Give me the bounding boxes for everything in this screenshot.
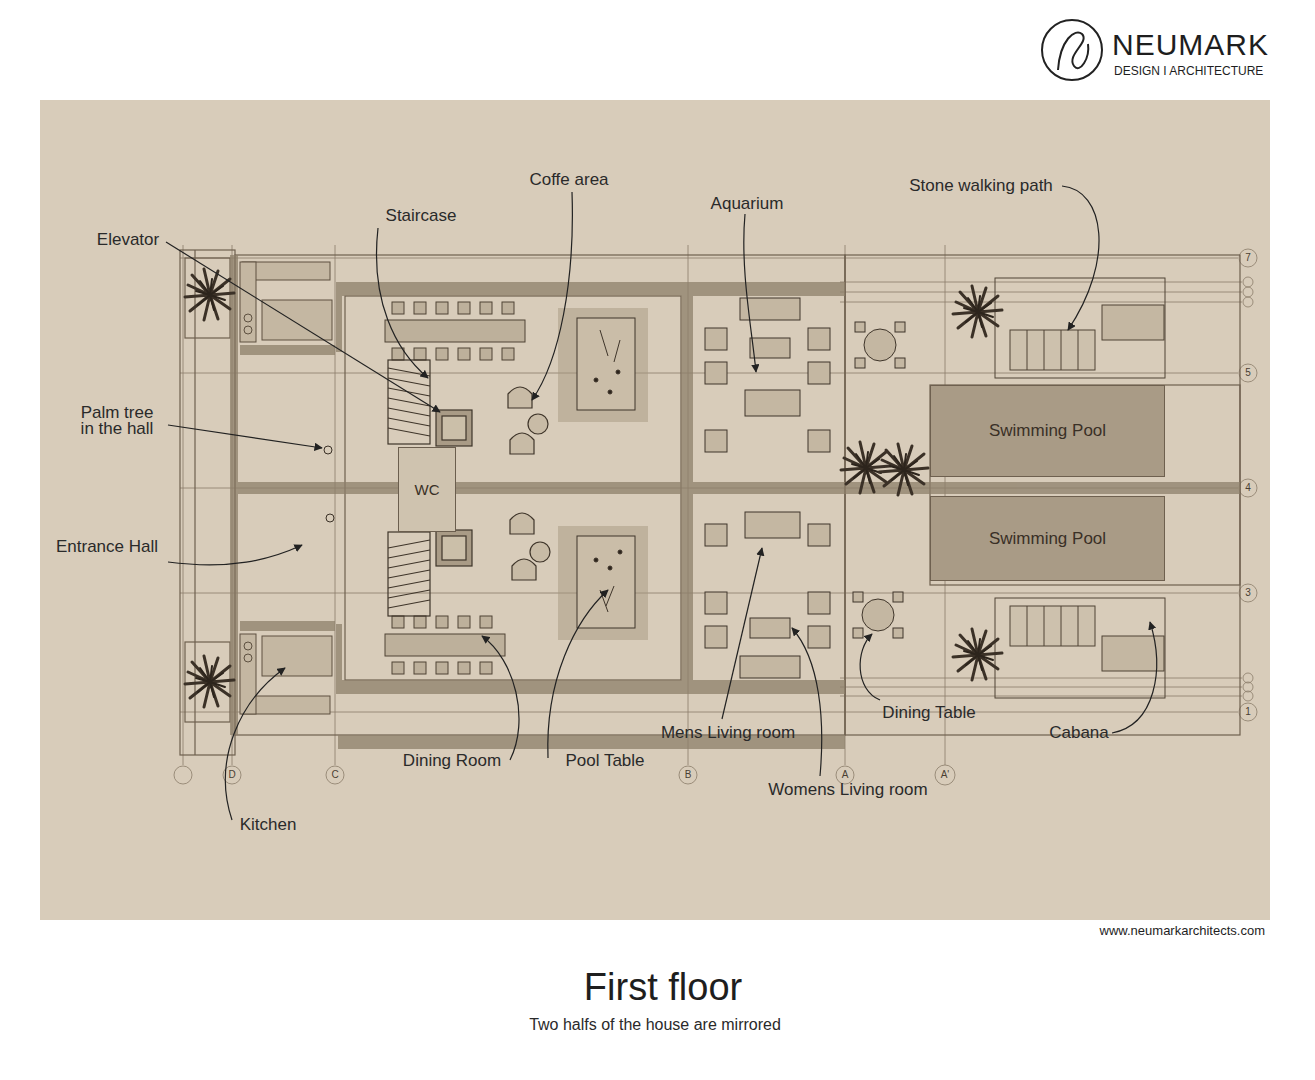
callout-label: Dining Table xyxy=(882,703,975,723)
palm-trees xyxy=(185,269,1002,707)
callout-label: Pool Table xyxy=(565,751,644,771)
dining-tables xyxy=(385,302,525,674)
grid-letter: A' xyxy=(941,770,950,780)
callout-label: Aquarium xyxy=(711,194,784,214)
grid-lines xyxy=(174,245,1257,785)
callout-label: Elevator xyxy=(97,230,159,250)
grid-letter: A xyxy=(842,770,849,780)
grid-number: 4 xyxy=(1245,483,1251,493)
paper-ground xyxy=(40,100,1270,920)
callout-label: Staircase xyxy=(386,206,457,226)
outdoor-dining xyxy=(853,322,905,638)
brand-tagline: DESIGN I ARCHITECTURE xyxy=(1114,64,1263,78)
plan-title: First floor xyxy=(584,966,742,1009)
grid-number: 3 xyxy=(1245,588,1251,598)
grid-letter: C xyxy=(331,770,338,780)
grid-number: 1 xyxy=(1245,707,1251,717)
callout-label: Womens Living room xyxy=(768,780,927,800)
walls xyxy=(230,255,1240,749)
coffee-area xyxy=(508,387,550,580)
callout-label: Entrance Hall xyxy=(56,537,158,557)
node-text: Swimming Pool xyxy=(989,421,1106,441)
callout-label: Cabana xyxy=(1049,723,1109,743)
callout-label: Dining Room xyxy=(403,751,501,771)
kitchen-counters xyxy=(240,262,332,714)
cabana xyxy=(995,278,1165,698)
grid-number: 7 xyxy=(1245,253,1251,263)
logo-mark xyxy=(1042,20,1102,80)
pool-table xyxy=(558,308,648,640)
grid-letter: B xyxy=(685,770,692,780)
grid-letter: D xyxy=(228,770,235,780)
callout-label: Kitchen xyxy=(240,815,297,835)
node-text: Swimming Pool xyxy=(989,529,1106,549)
plan-caption: Two halfs of the house are mirrored xyxy=(529,1016,781,1034)
living-room-furniture xyxy=(705,298,830,678)
swimming-pool: Swimming Pool xyxy=(930,496,1165,581)
swimming-pool: Swimming Pool xyxy=(930,385,1165,477)
callout-label: Palm tree in the hall xyxy=(72,405,162,437)
callout-label: Stone walking path xyxy=(909,176,1053,196)
callout-label: Mens Living room xyxy=(661,723,795,743)
wc-room: WC xyxy=(398,447,456,532)
building-outline xyxy=(180,250,1240,755)
callout-label: Coffe area xyxy=(529,170,608,190)
brand-name: NEUMARK xyxy=(1112,28,1269,62)
website-url: www.neumarkarchitects.com xyxy=(1100,923,1265,938)
grid-number: 5 xyxy=(1245,368,1251,378)
node-text: WC xyxy=(415,481,440,498)
